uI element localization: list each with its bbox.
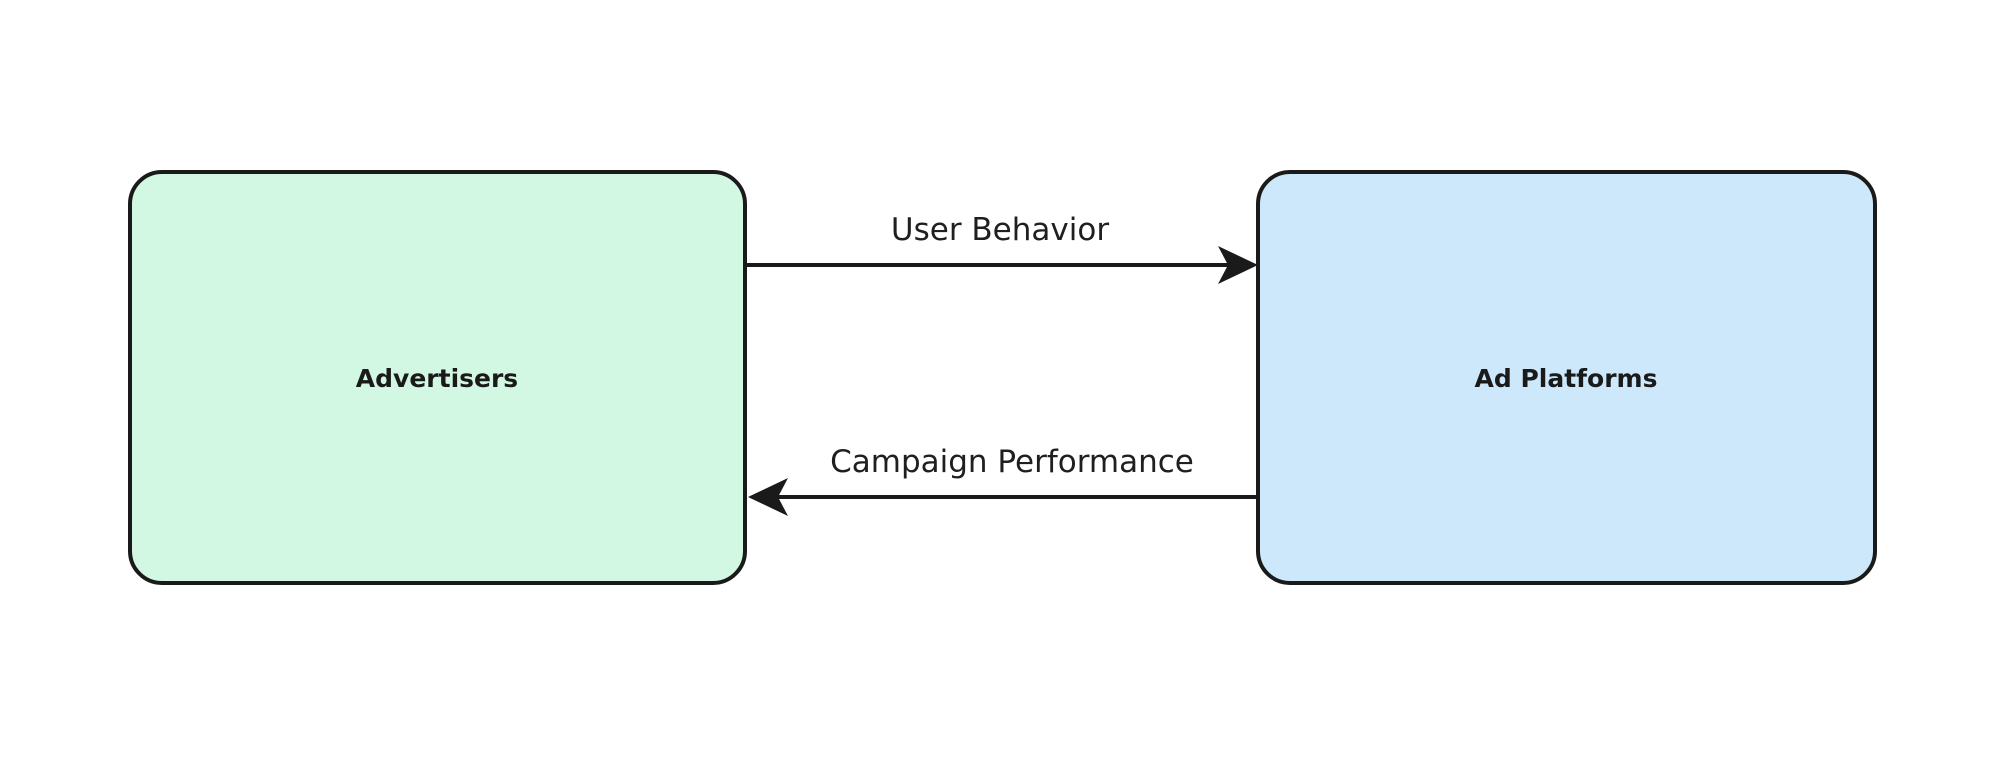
edge-campaign-performance-label: Campaign Performance <box>830 444 1194 480</box>
arrowhead-right-icon <box>1218 246 1258 284</box>
node-advertisers-label: Advertisers <box>356 364 518 393</box>
edge-campaign-performance[interactable]: Campaign Performance <box>748 444 1256 516</box>
arrowhead-left-icon <box>748 478 788 516</box>
node-ad-platforms-shape[interactable] <box>1256 170 1877 585</box>
node-advertisers[interactable]: Advertisers <box>128 170 747 585</box>
edge-user-behavior-label: User Behavior <box>891 212 1109 248</box>
node-advertisers-shape[interactable] <box>128 170 747 585</box>
node-ad-platforms-label: Ad Platforms <box>1475 364 1658 393</box>
edge-user-behavior[interactable]: User Behavior <box>745 212 1258 284</box>
node-ad-platforms[interactable]: Ad Platforms <box>1256 170 1877 585</box>
